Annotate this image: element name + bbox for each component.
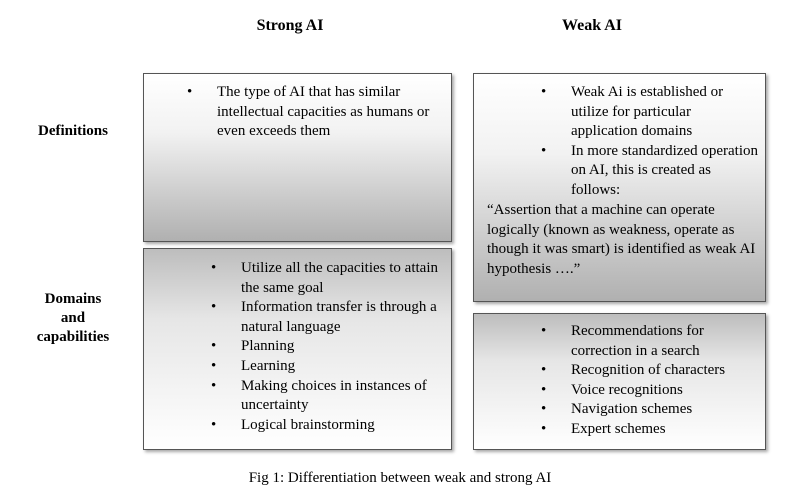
definitions-row-label: Definitions bbox=[37, 123, 108, 139]
weak-domains-box: Recommendations for correction in a sear… bbox=[473, 313, 766, 450]
list-item: Learning bbox=[211, 357, 441, 377]
domains-label-line: Domains bbox=[44, 291, 102, 307]
figure-caption: Fig 1: Differentiation between weak and … bbox=[248, 470, 552, 486]
list-item: Recommendations for correction in a sear… bbox=[541, 322, 761, 361]
strong-domains-box: Utilize all the capacities to attain the… bbox=[143, 248, 452, 450]
strong-definitions-list: The type of AI that has similar intellec… bbox=[187, 83, 443, 142]
domains-row-label: Domains and capabilities bbox=[8, 290, 138, 347]
strong-ai-header: Strong AI bbox=[256, 17, 324, 34]
weak-ai-header: Weak AI bbox=[561, 17, 622, 34]
list-item: Logical brainstorming bbox=[211, 416, 441, 436]
list-item: Making choices in instances of uncertain… bbox=[211, 377, 441, 416]
weak-definitions-box: Weak Ai is established or utilize for pa… bbox=[473, 73, 766, 302]
list-item: Recognition of characters bbox=[541, 361, 761, 381]
strong-definitions-box: The type of AI that has similar intellec… bbox=[143, 73, 452, 242]
weak-ai-quote: “Assertion that a machine can operate lo… bbox=[487, 202, 756, 277]
list-item: Navigation schemes bbox=[541, 400, 761, 420]
list-item: Utilize all the capacities to attain the… bbox=[211, 259, 441, 298]
list-item: The type of AI that has similar intellec… bbox=[187, 83, 443, 142]
list-item: Planning bbox=[211, 337, 441, 357]
domains-label-line: and bbox=[60, 310, 86, 326]
list-item: In more standardized operation on AI, th… bbox=[541, 142, 761, 201]
strong-domains-list: Utilize all the capacities to attain the… bbox=[211, 259, 441, 436]
list-item: Weak Ai is established or utilize for pa… bbox=[541, 83, 761, 142]
list-item: Voice recognitions bbox=[541, 381, 761, 401]
weak-domains-list: Recommendations for correction in a sear… bbox=[541, 322, 761, 440]
list-item: Expert schemes bbox=[541, 420, 761, 440]
list-item: Information transfer is through a natura… bbox=[211, 298, 441, 337]
domains-label-line: capabilities bbox=[36, 329, 110, 345]
weak-definitions-list: Weak Ai is established or utilize for pa… bbox=[541, 83, 761, 201]
